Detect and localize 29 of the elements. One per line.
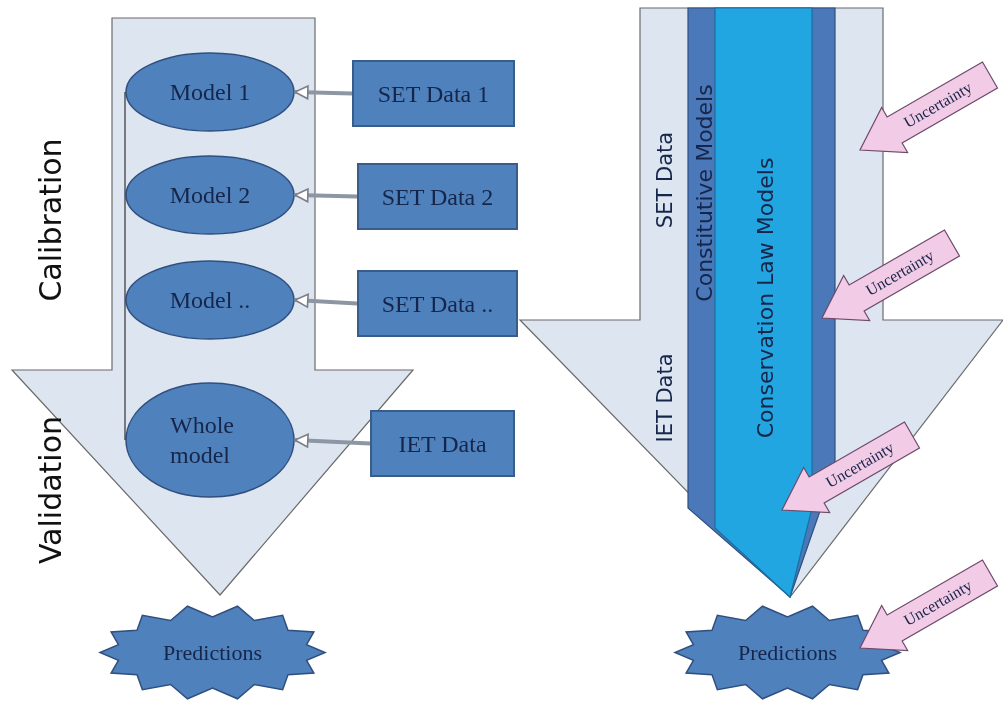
uncertainty-arrow (781, 421, 921, 514)
arrow (294, 433, 371, 448)
node-label: SET Data (653, 131, 677, 229)
node-label: Constitutive Models (691, 84, 717, 302)
arrow (294, 293, 358, 308)
uncertainty-arrow (859, 61, 999, 154)
node-label: SET Data 1 (377, 79, 490, 109)
phase-label: Validation (32, 415, 68, 565)
node-label: IET Data (653, 353, 677, 443)
node-label: Predictions (738, 638, 837, 667)
node-label: Conservation Law Models (752, 157, 778, 439)
uncertainty-arrow (859, 559, 999, 652)
node-label: SET Data .. (381, 289, 494, 319)
node-label: Whole model (170, 411, 235, 470)
connector-line (124, 91, 126, 441)
node-label: Model 2 (169, 181, 251, 210)
data-box (357, 270, 518, 337)
data-box (370, 410, 515, 477)
uncertainty-arrow (821, 229, 961, 322)
data-box (357, 163, 518, 230)
node-label: Model .. (169, 286, 251, 315)
node-label: Predictions (163, 638, 262, 667)
node-label: IET Data (398, 429, 487, 459)
data-box (352, 60, 515, 127)
arrow (294, 188, 358, 203)
node-label: SET Data 2 (381, 182, 494, 212)
phase-label: Calibration (32, 138, 68, 302)
arrow (294, 85, 353, 100)
node-label: Model 1 (169, 78, 251, 107)
